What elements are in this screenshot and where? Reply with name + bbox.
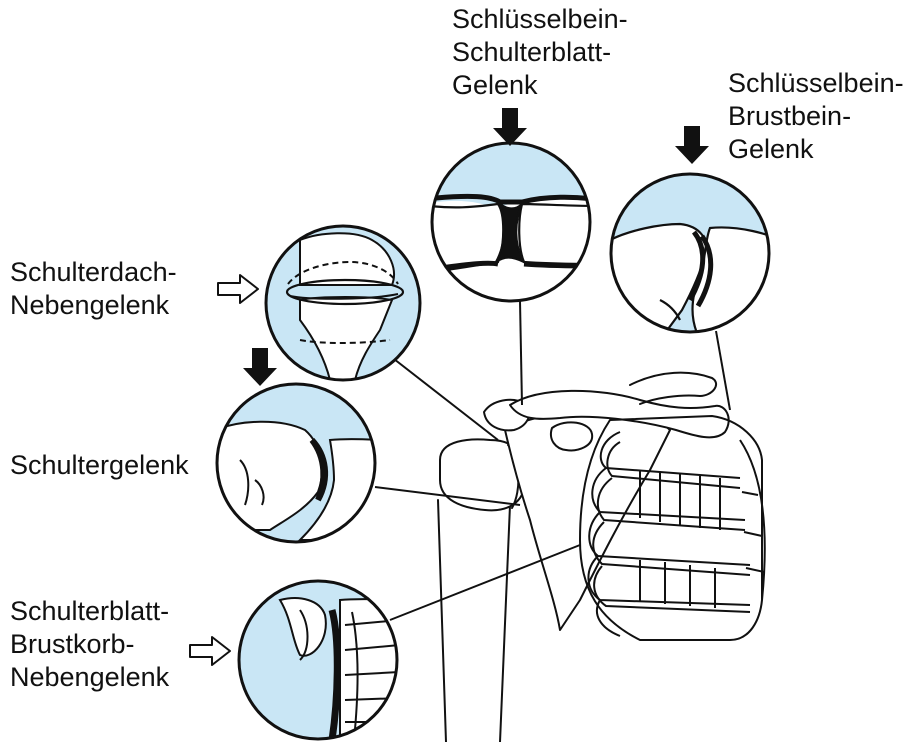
bubble-subacromial [266, 226, 420, 380]
skeleton [438, 373, 762, 742]
bubble-sternoclavicular [610, 174, 780, 340]
bubble-scapulothoracic [239, 581, 400, 740]
right-arrow-icon [190, 637, 230, 665]
bubble-acromioclavicular [420, 143, 600, 301]
label-glenohumeral-joint: Schultergelenk [10, 450, 189, 480]
down-arrow-icon [493, 108, 527, 146]
bubble-glenohumeral [215, 384, 380, 542]
label-subacromial-joint: Schulterdach- Nebengelenk [10, 257, 184, 320]
humerus-shaft [438, 500, 510, 742]
down-arrow-icon [675, 126, 709, 164]
label-acromioclavicular-joint: Schlüsselbein- Schulterblatt- Gelenk [452, 4, 635, 100]
label-scapulothoracic-joint: Schulterblatt- Brustkorb- Nebengelenk [10, 596, 177, 692]
right-arrow-icon [218, 275, 258, 303]
coracoid [551, 422, 592, 450]
label-sternoclavicular-joint: Schlüsselbein- Brustbein- Gelenk [728, 68, 911, 164]
down-arrow-icon [243, 348, 277, 386]
